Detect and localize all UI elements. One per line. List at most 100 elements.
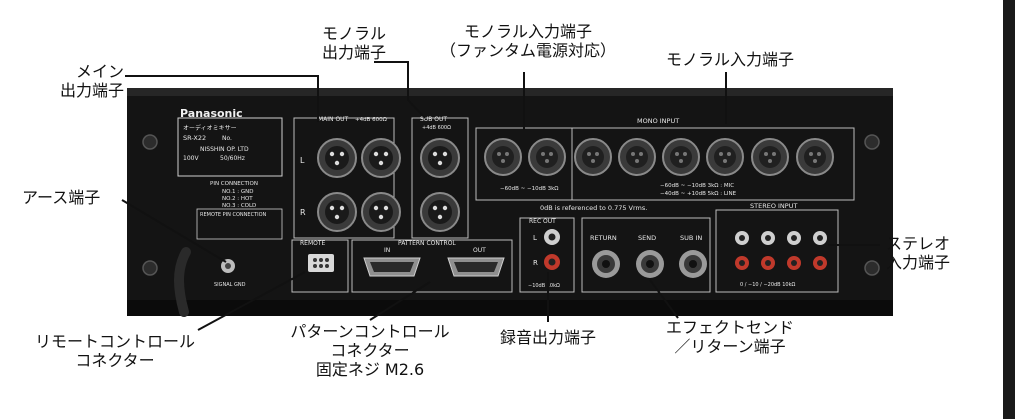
sub-in-phone-jack[interactable]	[679, 250, 707, 278]
callout-mono-out: モノラル 出力端子	[312, 24, 396, 62]
callout-line: パターンコントロール	[290, 322, 450, 341]
rec-out-label: REC OUT	[529, 218, 556, 225]
callout-line: 出力端子	[59, 81, 124, 100]
callout-line: コネクター	[330, 341, 410, 360]
callout-line: 固定ネジ M2.6	[315, 360, 425, 379]
main-out-connectors	[317, 138, 401, 232]
dsub-in-connector[interactable]	[363, 257, 421, 277]
remote-frame	[291, 239, 349, 293]
mono-level-line: −40dB ~ +10dB 5kΩ : LINE	[660, 191, 737, 197]
model-name: オーディオミキサー	[183, 124, 237, 132]
xlr-male-connector[interactable]	[317, 192, 357, 232]
xlr-female-connector[interactable]	[796, 138, 834, 176]
signal-gnd-label: SIGNAL GND	[214, 282, 246, 288]
callout-line: ／リターン端子	[674, 337, 786, 356]
page-edge-bar	[1003, 0, 1015, 419]
stereo-input-label: STEREO INPUT	[750, 202, 797, 210]
return-phone-jack[interactable]	[592, 250, 620, 278]
callout-line: 入力端子	[886, 253, 951, 272]
rec-l-label: L	[533, 234, 537, 242]
power-cable	[174, 247, 191, 317]
side-label-r: R	[300, 208, 306, 217]
callout-effect: エフェクトセンド ／リターン端子	[640, 318, 820, 356]
callout-line: エフェクトセンド	[665, 318, 794, 337]
xlr-male-connector[interactable]	[361, 138, 401, 178]
model-number: SR-X22	[183, 134, 206, 142]
stereo-rca-jacks	[735, 231, 827, 270]
remote-pin-title: REMOTE PIN CONNECTION	[200, 212, 267, 218]
xlr-male-connector[interactable]	[420, 138, 460, 178]
xlr-male-connector[interactable]	[317, 138, 357, 178]
rca-white-jack[interactable]	[735, 231, 749, 245]
return-label: RETURN	[590, 234, 617, 242]
callout-mono-in: モノラル入力端子	[650, 50, 810, 69]
xlr-female-connector[interactable]	[574, 138, 612, 176]
callout-line: 出力端子	[321, 43, 386, 62]
effect-frame	[581, 217, 711, 293]
voltage: 100V	[183, 155, 199, 162]
mono-input-connectors	[484, 138, 834, 176]
rca-red-jack[interactable]	[735, 256, 749, 270]
callout-rec: 録音出力端子	[488, 328, 608, 347]
callout-remote: リモートコントロール コネクター	[20, 332, 210, 370]
rca-white-jack[interactable]	[813, 231, 827, 245]
ground-terminal[interactable]	[221, 259, 235, 273]
pin-line: NO.1 : GND	[222, 189, 253, 195]
company-name: NISSHIN OP. LTD	[200, 146, 249, 153]
xlr-male-connector[interactable]	[420, 192, 460, 232]
screw-icon	[864, 260, 880, 276]
callout-mono-phantom: モノラル入力端子 （ファンタム電源対応）	[428, 22, 628, 60]
xlr-female-connector[interactable]	[484, 138, 522, 176]
xlr-female-connector[interactable]	[662, 138, 700, 176]
rec-level: −10dB 10kΩ	[528, 283, 560, 289]
rca-red-jack[interactable]	[813, 256, 827, 270]
callout-line: モノラル入力端子	[665, 50, 794, 69]
screw-icon	[142, 260, 158, 276]
xlr-female-connector[interactable]	[706, 138, 744, 176]
sub-out-label: SUB OUT	[420, 116, 447, 123]
mono-input-frame	[475, 127, 855, 201]
callout-main-out: メイン 出力端子	[44, 62, 124, 100]
callout-line: モノラル	[321, 24, 386, 43]
callout-line: メイン	[75, 62, 124, 81]
send-phone-jack[interactable]	[636, 250, 664, 278]
xlr-male-connector[interactable]	[361, 192, 401, 232]
label-plate: Panasonic オーディオミキサー SR-X22 No. NISSHIN O…	[177, 107, 283, 177]
screw-icon	[864, 134, 880, 150]
xlr-female-connector[interactable]	[528, 138, 566, 176]
panel-top-lip	[127, 88, 893, 96]
pin-line: NO.3 : COLD	[222, 203, 256, 209]
rec-r-label: R	[533, 259, 538, 267]
main-out-frame	[293, 117, 395, 239]
callout-line: モノラル入力端子	[463, 22, 592, 41]
frequency: 50/60Hz	[220, 155, 245, 162]
xlr-female-connector[interactable]	[618, 138, 656, 176]
stereo-level: 0 / −10 / −20dB 10kΩ	[740, 282, 795, 288]
pattern-frame	[351, 239, 513, 293]
rca-red-jack[interactable]	[761, 256, 775, 270]
rca-red-jack[interactable]	[787, 256, 801, 270]
rca-white-jack[interactable]	[787, 231, 801, 245]
screw-icon	[142, 134, 158, 150]
rca-white-jack[interactable]	[761, 231, 775, 245]
brand-logo: Panasonic	[180, 107, 243, 120]
callout-line: ステレオ	[886, 234, 951, 253]
rca-white-jack[interactable]	[544, 229, 560, 245]
pin-connection: PIN CONNECTION NO.1 : GND NO.2 : HOT NO.…	[196, 181, 283, 240]
sub-out-level: +4dB 600Ω	[422, 125, 451, 131]
side-label-l: L	[300, 156, 305, 165]
dsub-out-connector[interactable]	[447, 257, 505, 277]
remote-connector[interactable]	[308, 254, 334, 272]
sub-out-connectors	[420, 138, 460, 232]
sub-in-label: SUB IN	[680, 234, 702, 242]
callout-pattern: パターンコントロール コネクター 固定ネジ M2.6	[270, 322, 470, 379]
mono-level-left: −60dB ~ −10dB 3kΩ	[500, 186, 558, 192]
sub-out-frame	[411, 117, 469, 239]
xlr-female-connector[interactable]	[751, 138, 789, 176]
rca-red-jack[interactable]	[544, 254, 560, 270]
main-out-label: MAIN OUT	[318, 116, 349, 123]
panel-bottom-lip	[127, 300, 893, 316]
mono-input-label: MONO INPUT	[637, 117, 679, 125]
callout-line: 録音出力端子	[499, 328, 596, 347]
pattern-label: PATTERN CONTROL	[398, 240, 456, 247]
